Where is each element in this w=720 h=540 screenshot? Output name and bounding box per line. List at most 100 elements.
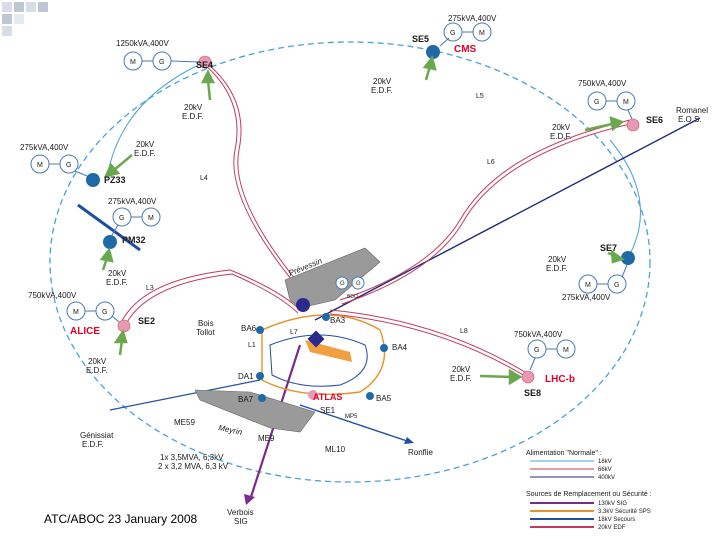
ba6-marker (256, 326, 264, 334)
svg-text:G: G (159, 59, 164, 66)
romanel-label: Romanel (676, 106, 708, 115)
security-loop (261, 314, 386, 395)
genissiat-label: Génissiat (80, 431, 114, 440)
ba5-marker (366, 392, 374, 400)
line-l3: L3 (146, 285, 154, 292)
edf-se7-kv: 20kV (548, 255, 567, 264)
genissiat-sub: E.D.F. (82, 440, 104, 449)
se2-marker (117, 319, 131, 333)
legend-security-4: 20kV EDF (598, 525, 626, 531)
svg-text:M: M (623, 99, 629, 106)
meyrin-label: Meyrin (218, 423, 244, 437)
svg-text:G: G (534, 347, 539, 354)
me59-label: ME59 (174, 418, 195, 427)
meyrin-site (194, 389, 316, 433)
legend-security-title: Sources de Remplacement ou Sécurité : (526, 491, 652, 498)
ba4-marker (380, 344, 388, 352)
da1-label: DA1 (238, 372, 254, 381)
edf-pz33: E.D.F. (134, 149, 156, 158)
legend-normal-title: Alimentation "Normale" : (526, 450, 602, 457)
svg-text:M: M (148, 215, 154, 222)
verbois-sub: SIG (234, 517, 248, 526)
ba3-label: BA3 (330, 316, 346, 325)
se8-label: SE8 (524, 388, 541, 398)
edf-se2: E.D.F. (86, 366, 108, 375)
prevessin-site (284, 247, 381, 309)
legend-security-1: 130kV SIG (598, 501, 627, 507)
edf-line-l3 (119, 269, 301, 326)
svg-text:G: G (614, 282, 619, 289)
svg-text:M: M (37, 162, 43, 169)
edf-pz33-kv: 20kV (136, 140, 155, 149)
me9-label: ME9 (258, 434, 275, 443)
prevessin-node (296, 298, 310, 312)
se4-label: SE4 (196, 60, 213, 70)
se4-rating: 1250kVA,400V (116, 39, 169, 48)
svg-text:G: G (450, 30, 455, 37)
slide-corner-decoration (2, 2, 48, 36)
line-l6: L6 (487, 159, 495, 166)
se8-rating: 750kVA,400V (514, 330, 563, 339)
edf-se8: E.D.F. (450, 374, 472, 383)
edf-line-l8 (329, 309, 531, 376)
se6-marker (626, 118, 640, 132)
edf-se6: E.D.F. (550, 132, 572, 141)
legend-security-2: 3.3kV Sécurité SPS (598, 509, 651, 515)
romanel-sub: E.O.S. (678, 115, 702, 124)
edf-line-l3b (123, 273, 299, 329)
legend: Alimentation "Normale" : 18kV 66kV 400kV… (526, 450, 652, 531)
boistollot-label: Bois (198, 319, 214, 328)
se5-label: SE5 (412, 34, 429, 44)
feed-romanel (314, 117, 701, 321)
edf-line-l6 (339, 119, 631, 301)
se2-label: SE2 (138, 316, 155, 326)
verbois-label: Verbois (227, 508, 254, 517)
alice-label: ALICE (70, 326, 100, 337)
pm32-rating: 275kVA,400V (108, 197, 157, 206)
line-l5: L5 (476, 93, 484, 100)
legend-normal-2: 66kV (598, 467, 612, 473)
svg-text:M: M (585, 282, 591, 289)
svg-text:G: G (119, 215, 124, 222)
boistollot-node (307, 330, 325, 348)
footer-date: ATC/ABOC 23 January 2008 (44, 512, 198, 526)
pm32-label: PM32 (122, 235, 146, 245)
line-l8: L8 (460, 328, 468, 335)
loop-se4-pz33 (106, 61, 206, 179)
svg-text:M: M (73, 309, 79, 316)
ba7-label: BA7 (238, 395, 254, 404)
se2-rating: 750kVA,400V (28, 291, 77, 300)
edf-pm32-kv: 20kV (108, 269, 127, 278)
edf-se2-kv: 20kV (88, 357, 107, 366)
ba5-label: BA5 (376, 394, 392, 403)
edf-line-l4b (208, 64, 305, 291)
edf-se8-kv: 20kV (452, 365, 471, 374)
ml10-label: ML10 (325, 445, 346, 454)
atlas-label: ATLAS (313, 392, 342, 402)
se7-rating: 275kVA,400V (562, 293, 611, 302)
edf-pm32: E.D.F. (106, 278, 128, 287)
feed-genissiat (109, 379, 261, 411)
se5-rating: 275kVA,400V (448, 14, 497, 23)
edf-se6-kv: 20kV (552, 123, 571, 132)
svg-text:G: G (356, 281, 361, 287)
ba3-marker (322, 313, 330, 321)
edf-se5-kv: 20kV (373, 77, 392, 86)
ba4-label: BA4 (392, 343, 408, 352)
pz33-label: PZ33 (104, 175, 126, 185)
edf-se5: E.D.F. (371, 86, 393, 95)
ronflie-label: Ronflie (408, 448, 433, 457)
legend-normal-3: 400kV (598, 475, 615, 481)
edf-se4-kv: 20kV (184, 103, 203, 112)
da1-marker (256, 372, 264, 380)
se8-marker (521, 370, 535, 384)
edf-line-l4 (204, 64, 301, 291)
svg-text:G: G (594, 99, 599, 106)
